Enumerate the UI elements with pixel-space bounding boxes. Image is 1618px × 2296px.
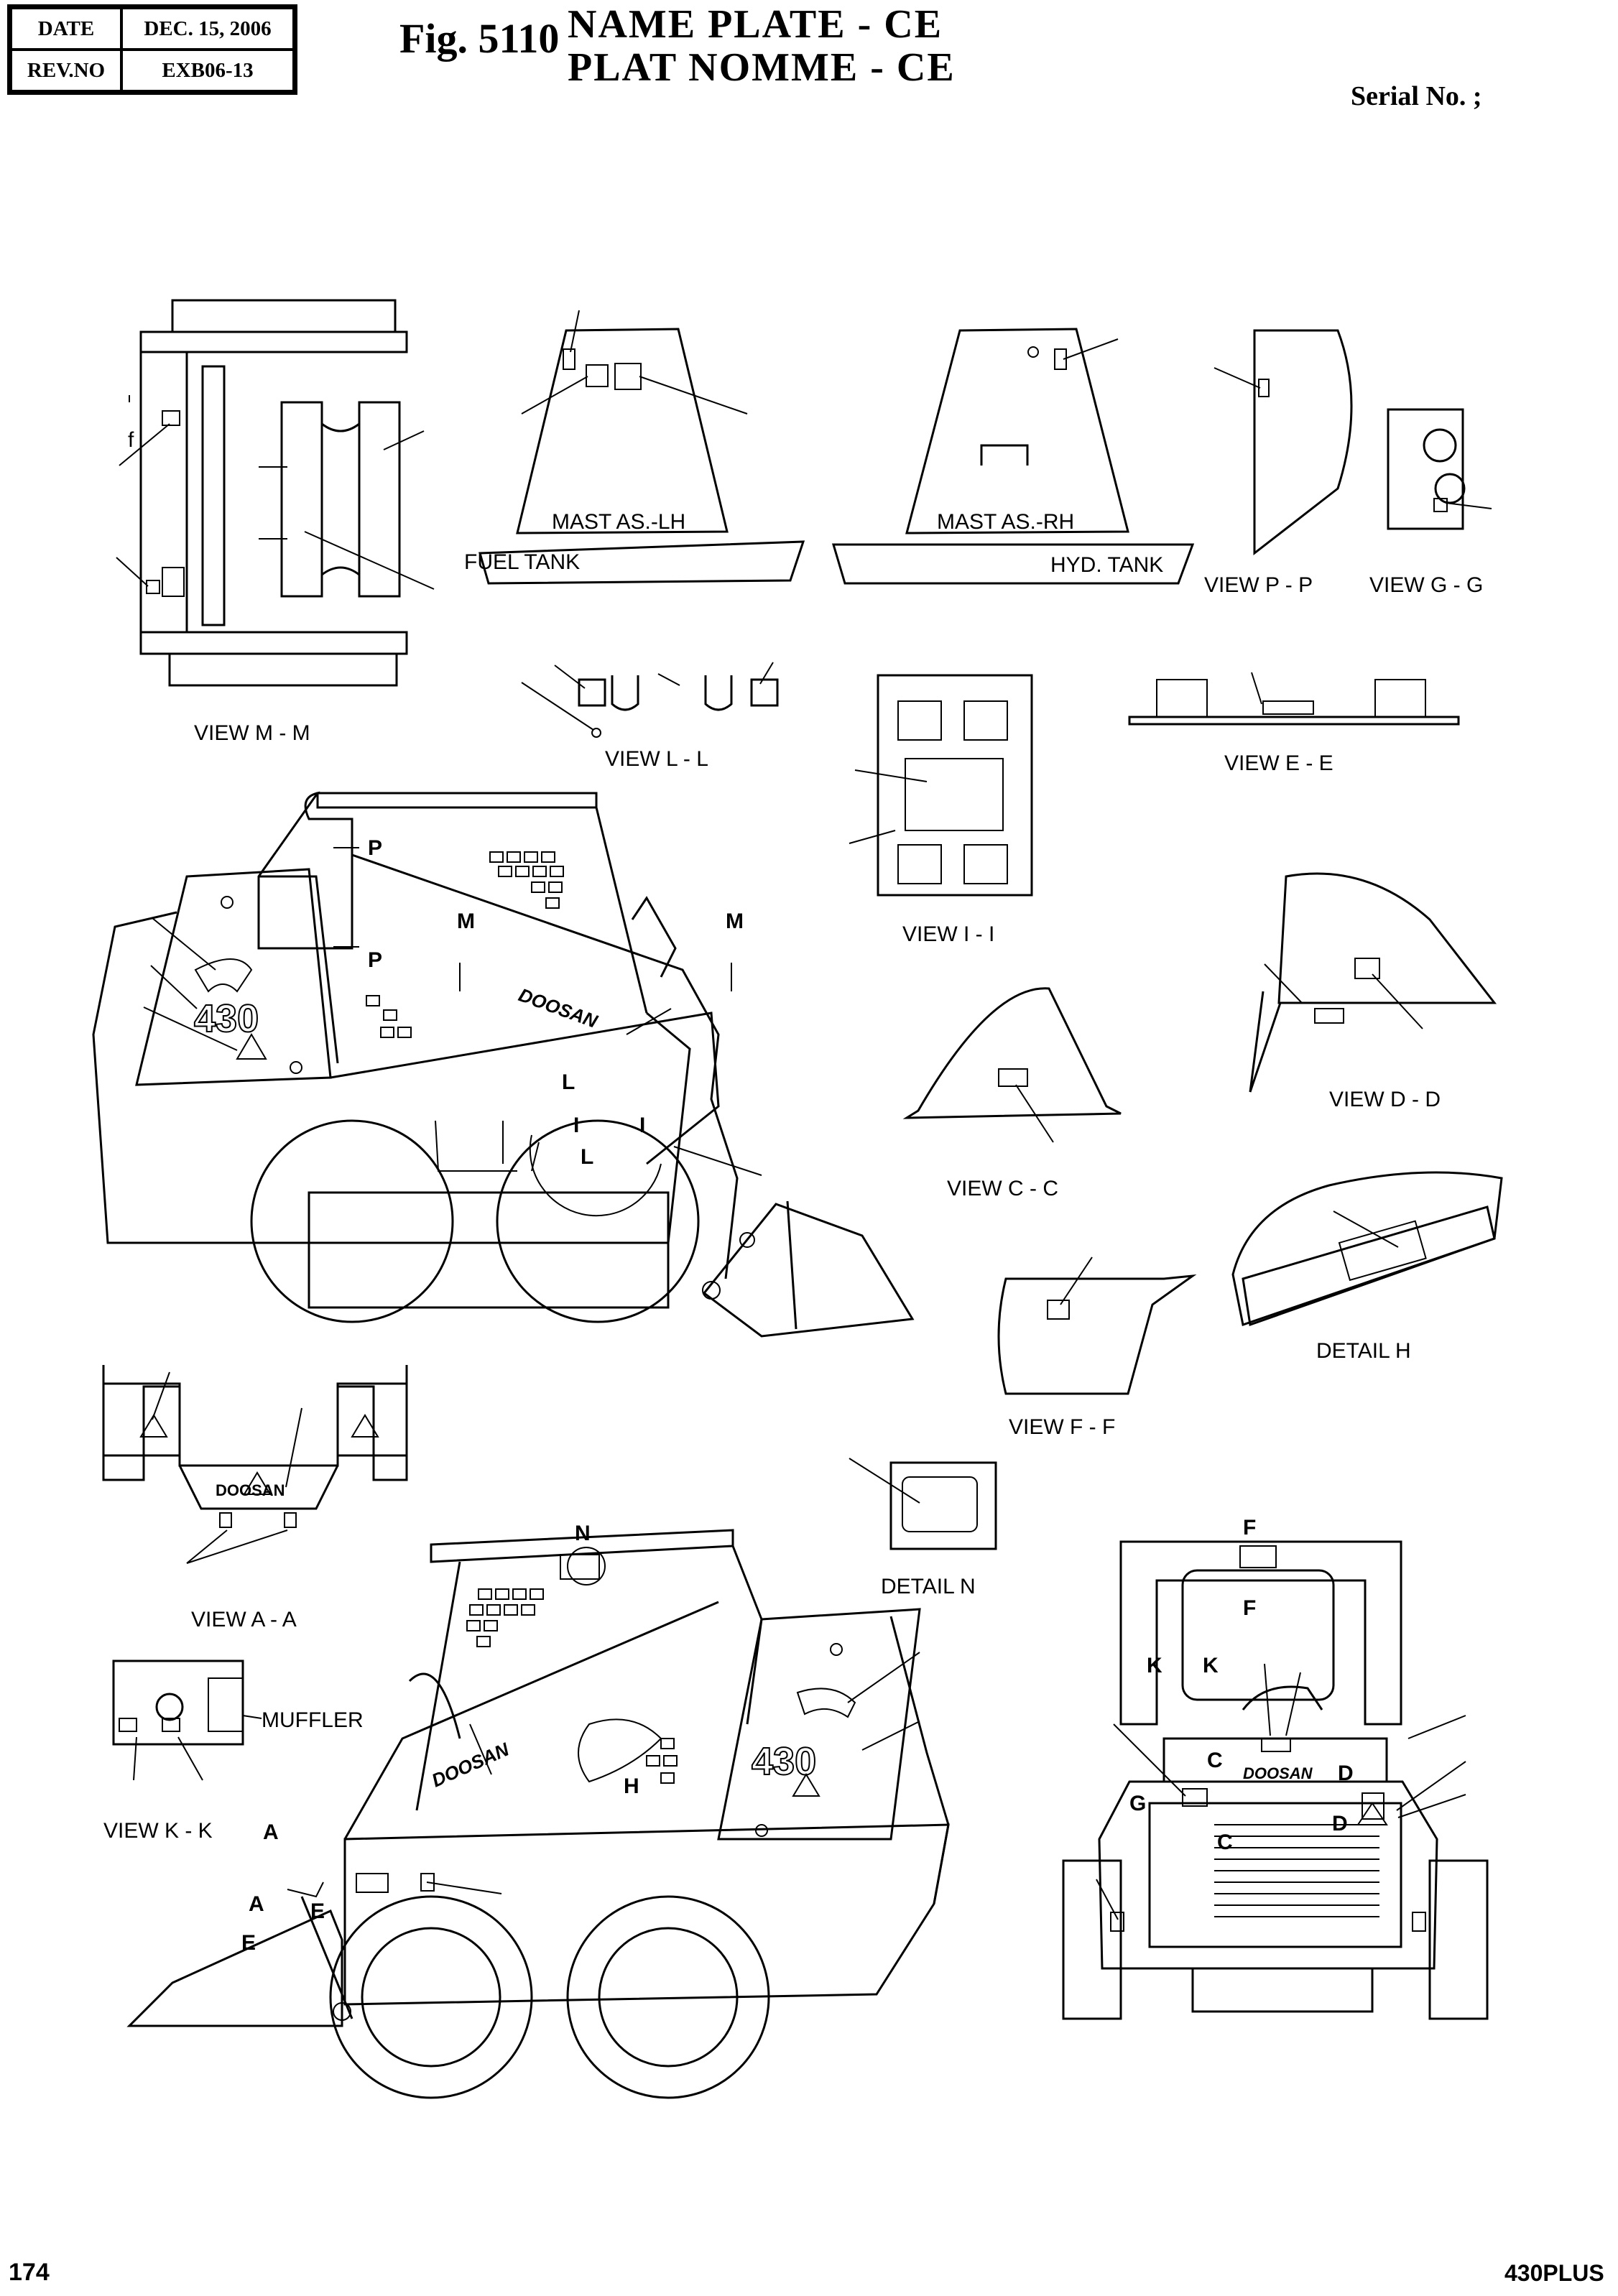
detail-n-drawing	[849, 1458, 997, 1550]
callout-d-1: D	[1338, 1762, 1354, 1785]
callout-m-2: M	[726, 909, 744, 933]
callout-p-2: P	[368, 948, 382, 972]
view-gg-label: VIEW G - G	[1369, 573, 1483, 597]
view-cc-drawing	[902, 987, 1122, 1143]
fuel-tank-label: FUEL TANK	[464, 550, 580, 574]
mast-rh-drawing	[831, 328, 1195, 585]
callout-k-1: K	[1147, 1654, 1162, 1677]
detail-n-label: DETAIL N	[881, 1575, 976, 1598]
date-value: DEC. 15, 2006	[121, 8, 294, 50]
view-dd-drawing	[1249, 872, 1497, 1093]
detail-h-label: DETAIL H	[1316, 1339, 1411, 1363]
detail-h-drawing	[1231, 1171, 1503, 1327]
lower-view-brand: DOOSAN	[428, 1738, 513, 1791]
callout-n: N	[575, 1522, 591, 1545]
loader-side-view-lower	[126, 1529, 950, 2099]
figure-title-fr: PLAT NOMME - CE	[568, 45, 956, 90]
view-ll-label: VIEW L - L	[605, 747, 708, 771]
view-ff-label: VIEW F - F	[1009, 1415, 1115, 1439]
callout-a-1: A	[263, 1820, 279, 1844]
callout-h: H	[624, 1774, 639, 1798]
callout-k-2: K	[1203, 1654, 1219, 1677]
view-ff-drawing	[997, 1256, 1197, 1395]
view-cc-label: VIEW C - C	[947, 1177, 1058, 1200]
view-ii-drawing	[849, 674, 1033, 897]
callout-f-2: F	[1243, 1596, 1256, 1620]
rev-value: EXB06-13	[121, 50, 294, 91]
revision-table: DATE DEC. 15, 2006 REV.NO EXB06-13	[7, 4, 297, 95]
view-gg-drawing	[1387, 408, 1492, 530]
callout-d-2: D	[1332, 1812, 1348, 1836]
callout-i-1: I	[573, 1114, 579, 1137]
view-mm-drawing	[116, 299, 435, 687]
view-ee-drawing	[1128, 672, 1460, 726]
hyd-tank-label: HYD. TANK	[1050, 553, 1163, 577]
callout-p-1: P	[368, 836, 382, 860]
callout-c-1: C	[1207, 1749, 1223, 1772]
view-aa-label: VIEW A - A	[191, 1608, 297, 1631]
mast-rh-label: MAST AS.-RH	[937, 510, 1074, 534]
callout-m-1: M	[457, 909, 475, 933]
callout-a-2: A	[249, 1892, 264, 1916]
side-view-model-decal: 430	[194, 997, 259, 1040]
callout-e-2: E	[241, 1931, 256, 1955]
page-number: 174	[9, 2259, 50, 2286]
side-view-brand: DOOSAN	[516, 983, 601, 1032]
f-mark: f	[128, 428, 134, 452]
view-aa-drawing	[102, 1365, 408, 1564]
view-aa-brand: DOOSAN	[216, 1481, 285, 1499]
callout-f-1: F	[1243, 1516, 1256, 1540]
model-name: 430PLUS	[1504, 2260, 1604, 2286]
view-kk-label: VIEW K - K	[103, 1819, 213, 1843]
view-mm-label: VIEW M - M	[194, 721, 310, 745]
view-pp-label: VIEW P - P	[1204, 573, 1313, 597]
callout-g: G	[1129, 1792, 1146, 1815]
muffler-label: MUFFLER	[262, 1708, 364, 1732]
callout-l-2: L	[581, 1145, 593, 1169]
rev-label: REV.NO	[11, 50, 121, 91]
callout-c-2: C	[1217, 1830, 1233, 1854]
view-pp-drawing	[1214, 329, 1353, 556]
mast-lh-drawing	[479, 310, 805, 585]
view-ee-label: VIEW E - E	[1224, 751, 1333, 775]
lower-view-model-decal: 430	[752, 1740, 816, 1783]
callout-e-1: E	[310, 1899, 325, 1923]
view-kk-drawing	[112, 1659, 262, 1781]
date-label: DATE	[11, 8, 121, 50]
view-ii-label: VIEW I - I	[902, 922, 994, 946]
figure-title-en: NAME PLATE - CE	[568, 2, 943, 47]
loader-rear-view	[1062, 1540, 1489, 2020]
loader-side-view	[92, 791, 915, 1338]
callout-l-1: L	[562, 1070, 575, 1094]
rear-view-brand: DOOSAN	[1243, 1764, 1313, 1782]
view-ll-drawing	[521, 662, 779, 738]
serial-number: Serial No. ;	[1351, 81, 1482, 111]
callout-i-2: I	[639, 1114, 645, 1137]
view-dd-label: VIEW D - D	[1329, 1088, 1441, 1111]
mast-lh-label: MAST AS.-LH	[552, 510, 685, 534]
figure-number: Fig. 5110	[399, 15, 560, 62]
